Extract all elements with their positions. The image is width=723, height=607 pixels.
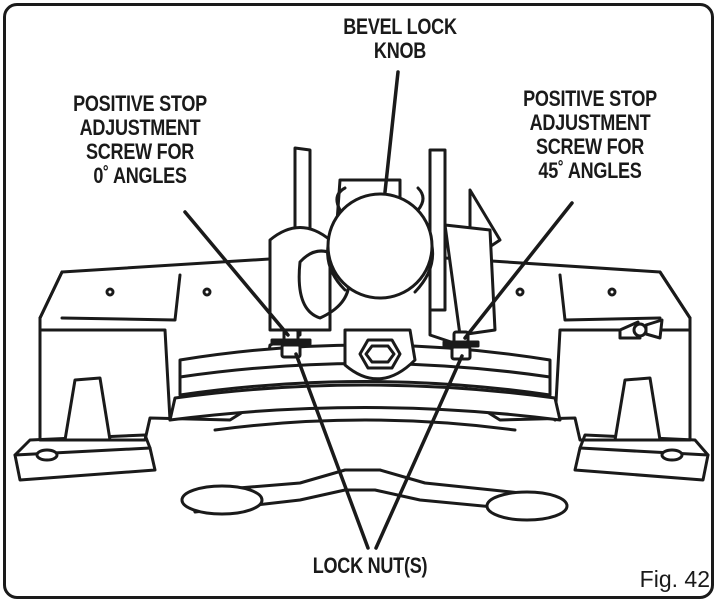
positive-stop-screw-45 xyxy=(442,330,480,361)
figure-frame xyxy=(3,3,714,599)
leader-stop-0 xyxy=(183,210,290,337)
leader-lines xyxy=(183,70,574,550)
bevel-lock-knob xyxy=(326,186,435,300)
leader-lock-nut-left xyxy=(294,352,370,550)
leader-bevel-lock-knob xyxy=(383,70,400,194)
callout-bevel-lock-knob: BEVEL LOCK KNOB xyxy=(318,15,482,63)
wing-nut xyxy=(618,318,664,340)
callout-line: SCREW FOR xyxy=(85,139,195,164)
leader-lock-nut-right xyxy=(374,354,464,550)
callout-line: POSITIVE STOP xyxy=(73,91,207,116)
figure-number: Fig. 42 xyxy=(639,566,710,592)
side-feet xyxy=(13,376,710,482)
pivot-bracket xyxy=(343,328,417,381)
callout-line: 0˚ ANGLES xyxy=(93,163,187,188)
rear-feet xyxy=(180,468,569,522)
leader-stop-45 xyxy=(463,201,574,340)
callout-line: KNOB xyxy=(373,38,427,63)
callout-line: ADJUSTMENT xyxy=(529,110,651,135)
callout-line: BEVEL LOCK xyxy=(343,14,457,39)
callout-line: LOCK NUT(S) xyxy=(312,553,428,578)
callout-line: 45˚ ANGLES xyxy=(538,158,642,183)
callout-line: POSITIVE STOP xyxy=(523,86,657,111)
callout-line: ADJUSTMENT xyxy=(79,115,201,140)
callout-lock-nuts: LOCK NUT(S) xyxy=(288,554,452,578)
callout-positive-stop-0-angles: POSITIVE STOP ADJUSTMENT SCREW FOR 0˚ AN… xyxy=(54,92,226,188)
callout-positive-stop-45-angles: POSITIVE STOP ADJUSTMENT SCREW FOR 45˚ A… xyxy=(504,87,676,183)
callout-line: SCREW FOR xyxy=(535,134,645,159)
